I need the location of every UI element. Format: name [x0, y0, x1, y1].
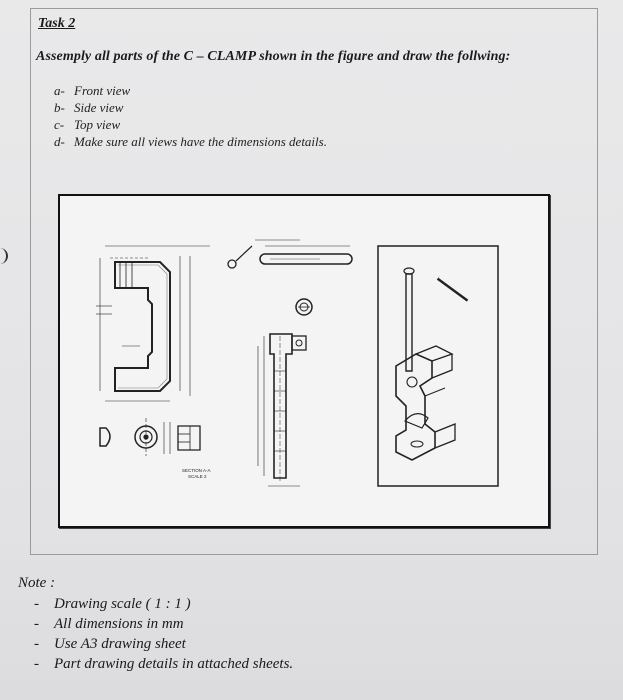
task-item: d-Make sure all views have the dimension…	[54, 134, 327, 149]
note-section: Note : -Drawing scale ( 1 : 1 ) -All dim…	[18, 575, 578, 676]
scale-label: SCALE 2	[188, 474, 207, 479]
task-title: Task 2	[38, 16, 76, 31]
note-item: -All dimensions in mm	[34, 616, 184, 632]
screw-side-view	[257, 333, 307, 487]
c-clamp-drawing-svg: SECTION A-A SCALE 2	[96, 239, 499, 487]
note-item: -Part drawing details in attached sheets…	[34, 656, 294, 672]
swivel-pad-detail	[295, 298, 313, 316]
task-item: a-Front view	[54, 83, 131, 98]
page-edge-mark	[0, 248, 8, 264]
note-title: Note :	[18, 575, 56, 591]
task-item: b-Side view	[54, 100, 124, 115]
page-frame	[30, 8, 598, 555]
isometric-view	[377, 245, 499, 487]
note-item: -Use A3 drawing sheet	[34, 636, 186, 652]
section-view	[99, 418, 201, 456]
note-item: -Drawing scale ( 1 : 1 )	[34, 596, 191, 612]
note-list: -Drawing scale ( 1 : 1 ) -All dimensions…	[18, 596, 578, 676]
c-frame-front-view	[96, 245, 210, 402]
handle-pin-view	[227, 239, 353, 269]
task-item-list: a-Front view b-Side view c-Top view d-Ma…	[54, 83, 327, 151]
task-item: c-Top view	[54, 117, 121, 132]
c-clamp-drawing: SECTION A-A SCALE 2	[58, 194, 550, 528]
task-instruction: Assemply all parts of the C – CLAMP show…	[36, 49, 511, 64]
section-label: SECTION A-A	[182, 468, 211, 473]
